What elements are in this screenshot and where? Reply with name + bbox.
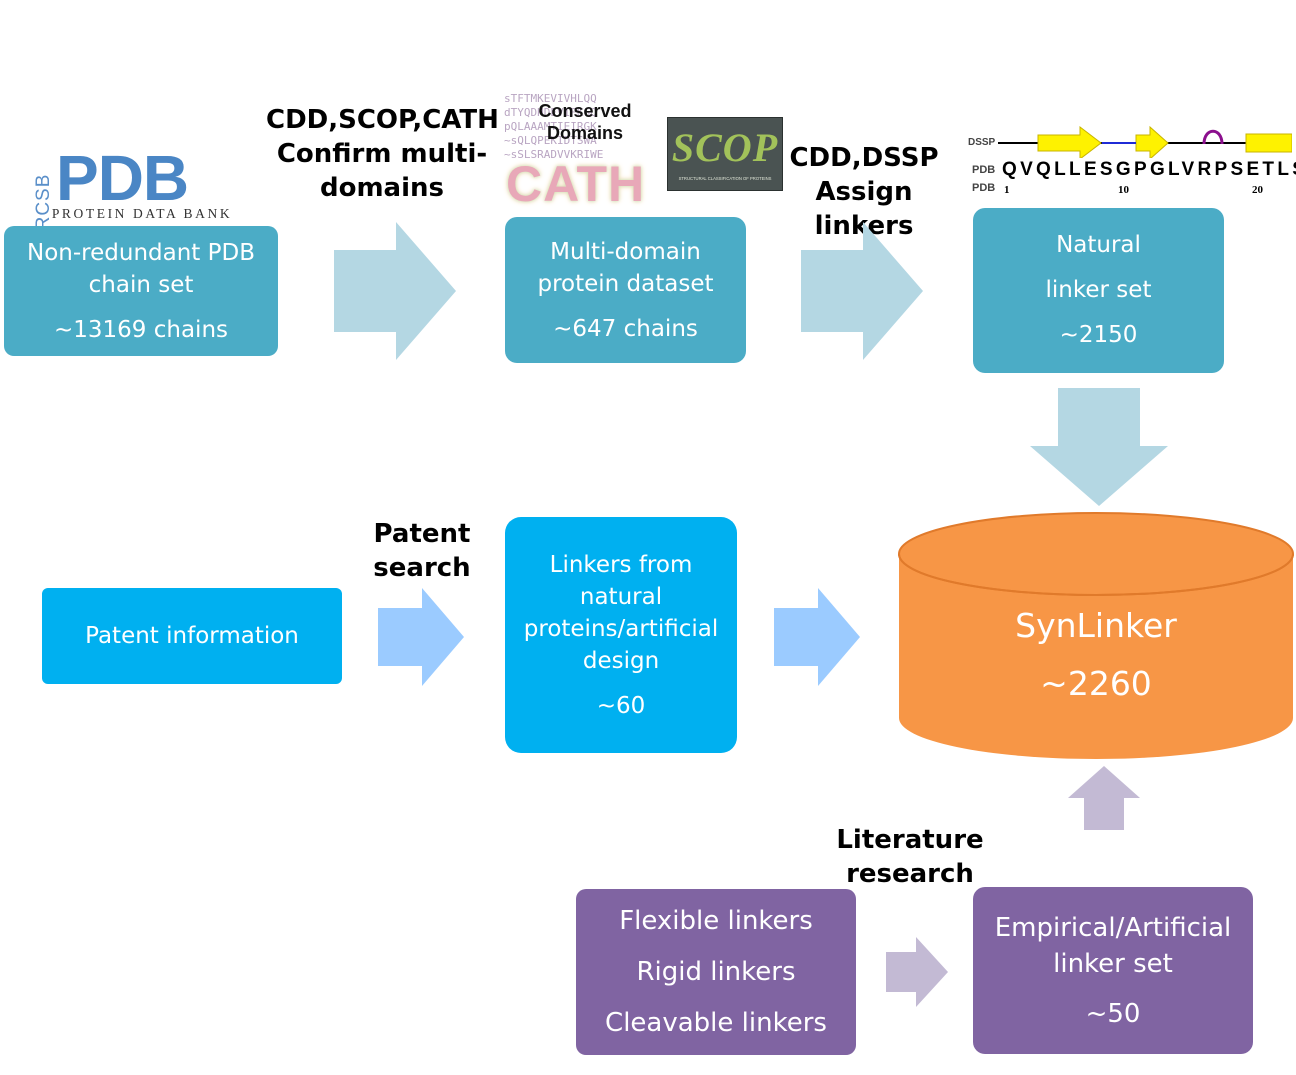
tick-20: 20 — [1252, 184, 1263, 196]
box-pdb-chain-set: Non-redundant PDB chain set ~13169 chain… — [4, 226, 278, 356]
box-text: Multi-domain — [550, 238, 701, 265]
arrow-right-patent-2 — [774, 588, 860, 686]
cdd-cath-logo: sTFTMKEVIVHLQQ dTYQDHDEVIFKGQ pQLAAAMTIE… — [500, 90, 660, 214]
arrow-right-1 — [334, 222, 456, 360]
box-count: ~13169 chains — [53, 316, 229, 343]
label-line: Literature — [836, 825, 984, 855]
label-line: research — [846, 858, 974, 889]
box-multi-domain: Multi-domain protein dataset ~647 chains — [505, 217, 746, 363]
dssp-label: DSSP — [968, 137, 996, 148]
box-text: Natural — [1056, 232, 1141, 258]
scop-logo: SCOP STRUCTURAL CLASSIFICATION OF PROTEI… — [667, 117, 783, 191]
seq-line: ~sQLQPEKIDTSWA — [504, 134, 597, 147]
box-empirical-linker: Empirical/Artificial linker set ~50 — [973, 887, 1253, 1054]
box-text: chain set — [88, 271, 194, 298]
tick-10: 10 — [1118, 184, 1129, 196]
scop-logo-text: SCOP — [671, 125, 779, 170]
label-line: CDD,SCOP,CATH — [266, 105, 499, 135]
box-count: ~2150 — [1059, 322, 1138, 348]
seq-line: pQLAAAMTIEIRGK — [504, 120, 597, 133]
pdb-label-2: PDB — [972, 182, 996, 194]
box-text: Empirical/Artificial — [994, 912, 1232, 943]
box-natural-linker: Natural linker set ~2150 — [973, 208, 1224, 373]
database-cylinder-icon — [898, 512, 1294, 759]
box-text: natural — [579, 583, 663, 610]
arrow-right-2 — [801, 222, 923, 360]
strand-arrow-1 — [1037, 125, 1102, 158]
cdd-line2: Domains — [546, 123, 624, 143]
arrow-up — [1068, 766, 1140, 830]
box-text: proteins/artificial — [523, 615, 719, 642]
cath-logo-text: CATH — [506, 156, 646, 212]
pdb-logo-text: PDB — [56, 142, 189, 214]
box-count: ~50 — [1085, 998, 1141, 1029]
label-literature-research: Literature research — [830, 824, 990, 892]
tick-1: 1 — [1004, 184, 1010, 196]
box-count: ~60 — [596, 692, 646, 719]
box-text: Cleavable linkers — [605, 1007, 827, 1038]
box-text: design — [582, 647, 660, 674]
box-text: Flexible linkers — [619, 905, 813, 936]
box-text: protein dataset — [537, 270, 714, 297]
label-line: search — [373, 552, 471, 583]
pdb-label: PDB — [972, 164, 996, 176]
arrow-right-patent-1 — [378, 588, 464, 686]
synlinker-count: ~2260 — [1040, 664, 1152, 703]
cdd-logo-text: Conserved Domains — [530, 100, 640, 144]
cdd-line1: Conserved — [538, 101, 632, 121]
label-line: domains — [319, 172, 444, 203]
rcsb-pdb-logo: RCSB PDB PROTEIN DATA BANK — [20, 146, 260, 230]
synlinker-title: SynLinker — [1015, 606, 1177, 645]
box-patent-information: Patent information — [42, 588, 342, 684]
box-text: Non-redundant PDB — [27, 239, 255, 266]
box-text: Patent information — [85, 623, 299, 649]
pdb-logo-subtitle: PROTEIN DATA BANK — [51, 206, 233, 221]
secondary-structure-track — [998, 125, 1292, 158]
box-text: linker set — [1045, 277, 1152, 303]
seq-line: sTFTMKEVIVHLQQ — [504, 92, 597, 105]
arrow-right-literature — [886, 937, 948, 1007]
arrow-down — [1030, 388, 1168, 506]
label-line: Confirm multi- — [276, 138, 488, 169]
sequence-background: sTFTMKEVIVHLQQ dTYQDHDEVIFKGQ pQLAAAMTIE… — [504, 92, 603, 162]
box-patent-linkers: Linkers from natural proteins/artificial… — [505, 517, 737, 753]
box-text: Rigid linkers — [636, 956, 796, 987]
strand-arrow-2 — [1135, 125, 1169, 158]
bend-arc — [1202, 129, 1224, 145]
seq-line: dTYQDHDEVIFKGQ — [504, 106, 597, 119]
helix-bar — [1245, 133, 1292, 153]
dssp-logo: DSSP PDB QVQLLESGPGLVRPSETLSLT PDB 1 10 … — [966, 124, 1296, 208]
box-count: ~647 chains — [553, 315, 698, 342]
label-patent-search: Patent search — [362, 518, 482, 586]
pdb-sequence: QVQLLESGPGLVRPSETLSLT — [1002, 159, 1296, 180]
label-cdd-scop-cath: CDD,SCOP,CATH Confirm multi- domains — [266, 104, 499, 205]
scop-logo-subtitle: STRUCTURAL CLASSIFICATION OF PROTEINS — [678, 176, 772, 181]
label-line: CDD,DSSP — [789, 143, 939, 173]
box-text: linker set — [1053, 948, 1173, 979]
box-linker-types: Flexible linkers Rigid linkers Cleavable… — [576, 889, 856, 1055]
box-text: Linkers from — [549, 551, 693, 578]
synlinker-database: SynLinker ~2260 — [898, 512, 1294, 760]
label-line: Patent — [373, 519, 471, 549]
seq-line: ~sSLSRADVVKRIWE — [504, 148, 604, 161]
